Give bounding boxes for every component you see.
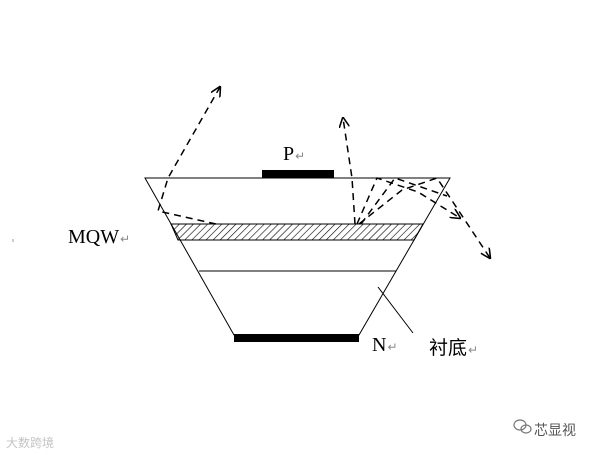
light-ray-right-1 [356, 177, 460, 225]
substrate-leader-line [377, 286, 414, 334]
n-electrode-label: N↵ [372, 334, 398, 356]
mqw-label: MQW↵ [68, 226, 131, 248]
light-ray-left [157, 87, 220, 225]
p-electrode-label: P↵ [283, 143, 306, 165]
n-electrode [234, 334, 359, 342]
p-electrode [262, 170, 334, 178]
mqw-layer [170, 223, 424, 241]
light-ray-right-2 [358, 177, 490, 258]
watermark-right: 芯显视 [534, 423, 576, 439]
light-ray-top [343, 118, 356, 225]
wechat-icon [513, 419, 532, 434]
watermark-left: 大数跨境 [6, 436, 55, 450]
substrate-label: 衬底↵ [429, 337, 479, 359]
chip-body [144, 177, 451, 336]
